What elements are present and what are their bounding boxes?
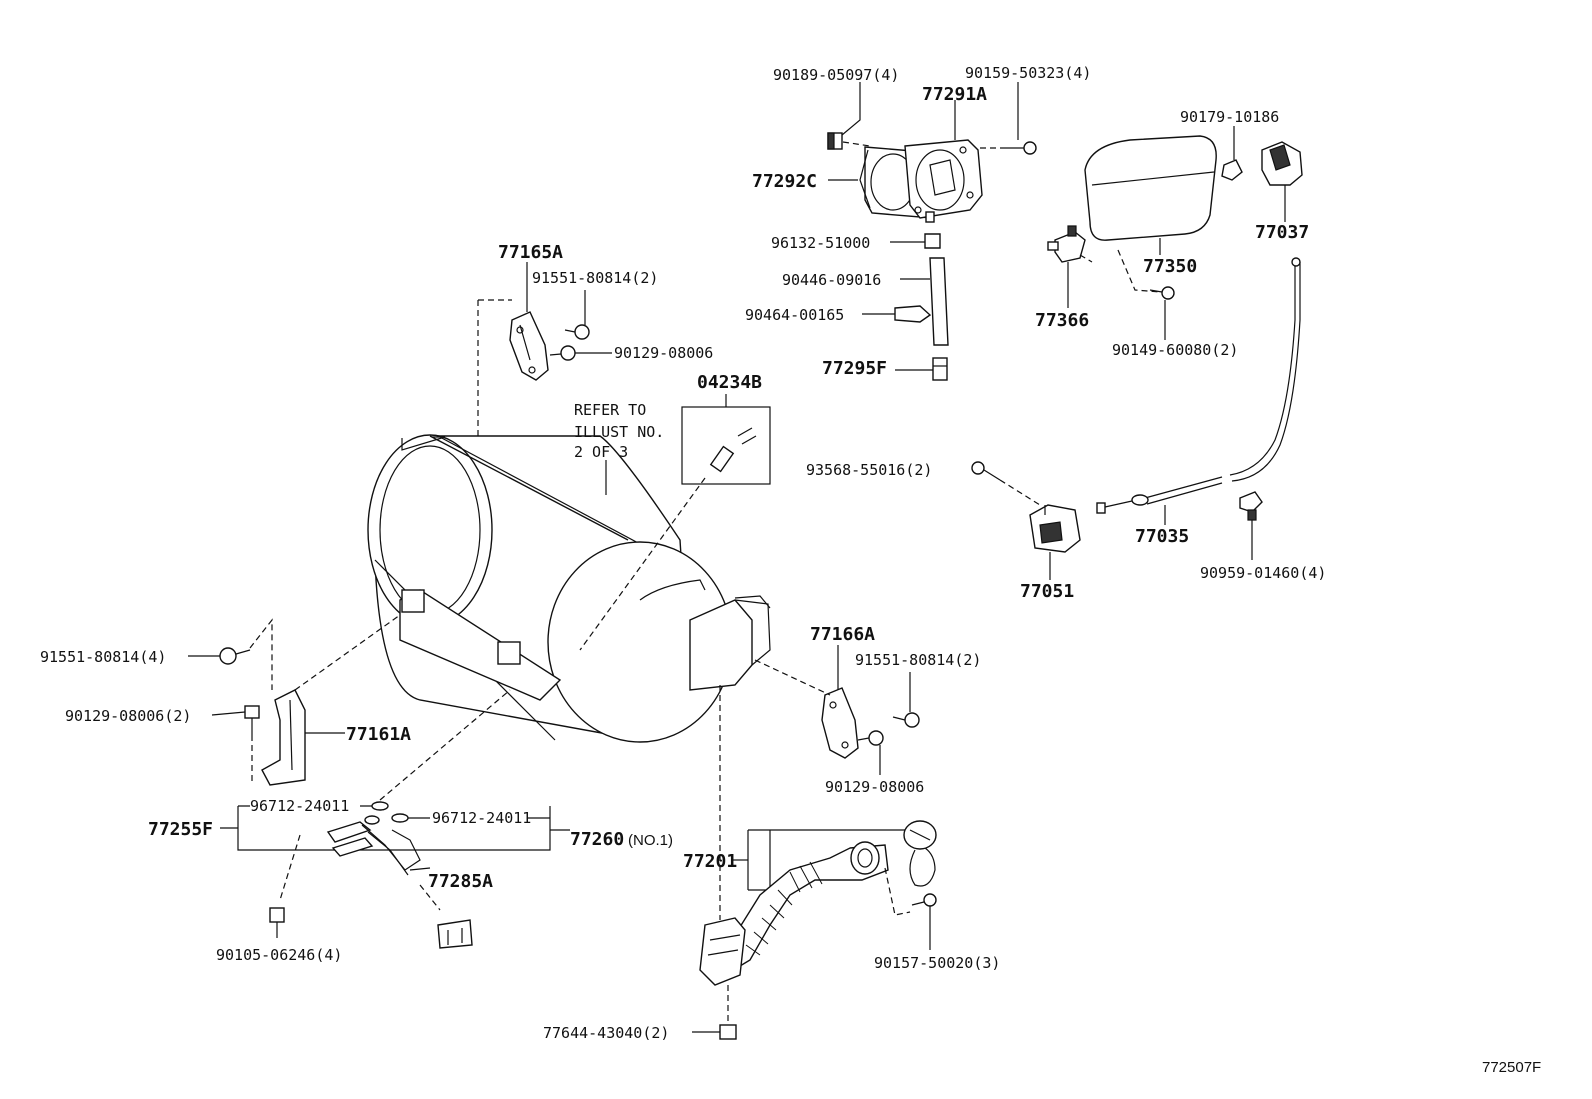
oring-96712-a [371, 801, 389, 811]
label-no1: (NO.1) [628, 832, 673, 849]
label-77291A: 77291A [922, 84, 987, 105]
label-77292C: 77292C [752, 171, 817, 192]
bolt-90129-right [857, 730, 884, 746]
filler-inlet-flange [699, 917, 746, 986]
tank-strap [399, 589, 562, 701]
bolt-90129-upper [549, 345, 576, 361]
label-90149-60080: 90149-60080(2) [1112, 341, 1238, 359]
oring-96712-b [391, 813, 409, 823]
label-93568-55016: 93568-55016(2) [806, 461, 932, 479]
bolt-91551-right [892, 712, 920, 728]
screw-93568 [971, 461, 1001, 481]
bracket-77166A [821, 687, 859, 759]
label-90464-00165: 90464-00165 [745, 306, 844, 324]
label-90959-01460: 90959-01460(4) [1200, 564, 1326, 582]
filler-neck-guard [689, 595, 771, 691]
label-77644-43040: 77644-43040(2) [543, 1024, 669, 1042]
label-77035: 77035 [1135, 526, 1189, 547]
fuel-tube-assembly [326, 815, 421, 876]
fuel-tank [367, 434, 733, 743]
opener-77366 [1047, 225, 1086, 263]
bolt-91551-upper [564, 324, 590, 340]
screw-90157 [911, 893, 937, 907]
bracket-77165A [509, 311, 549, 381]
label-90105-06246: 90105-06246(4) [216, 946, 342, 964]
label-77295F: 77295F [822, 358, 887, 379]
label-77350: 77350 [1143, 256, 1197, 277]
refer-to-line-1: REFER TO [574, 401, 646, 419]
label-77285A: 77285A [428, 871, 493, 892]
release-cable-77035 [1096, 257, 1301, 514]
clamp-77285A [437, 919, 473, 949]
hose-90446 [929, 257, 949, 346]
bolt-91551-left [219, 647, 251, 665]
label-77201: 77201 [683, 851, 737, 872]
label-90157-50020: 90157-50020(3) [874, 954, 1000, 972]
screw-90159 [1005, 141, 1037, 155]
label-90129-08006-left: 90129-08006(2) [65, 707, 191, 725]
gauge-unit-box [681, 406, 771, 485]
bolt-90129-left [244, 705, 260, 735]
label-90189-05097: 90189-05097(4) [773, 66, 899, 84]
screw-90149 [1149, 286, 1175, 300]
lock-77051 [1029, 504, 1081, 553]
label-91551-80814-left: 91551-80814(4) [40, 648, 166, 666]
clip-90464 [894, 305, 932, 323]
refer-to-line-2: ILLUST NO. [574, 423, 664, 441]
clip-90189 [827, 132, 843, 150]
label-77255F: 77255F [148, 819, 213, 840]
nut-90179 [1221, 159, 1243, 181]
label-90159-50323: 90159-50323(4) [965, 64, 1091, 82]
bolt-90105 [269, 907, 285, 938]
label-91551-80814-upper: 91551-80814(2) [532, 269, 658, 287]
label-77260: 77260 [570, 829, 624, 850]
label-77037: 77037 [1255, 222, 1309, 243]
label-90446-09016: 90446-09016 [782, 271, 881, 289]
label-77165A: 77165A [498, 242, 563, 263]
valve-77295F [932, 357, 948, 381]
label-77161A: 77161A [346, 724, 411, 745]
label-77366: 77366 [1035, 310, 1089, 331]
refer-to-line-3: 2 OF 3 [574, 443, 628, 461]
label-96712-24011-b: 96712-24011 [432, 809, 531, 827]
label-90129-08006-right: 90129-08006 [825, 778, 924, 796]
clamp-96132 [924, 233, 941, 249]
illustration-code: 772507F [1482, 1059, 1541, 1076]
label-91551-80814-right: 91551-80814(2) [855, 651, 981, 669]
clip-90959 [1239, 491, 1263, 521]
filler-pipe-77201 [708, 841, 889, 976]
label-04234B: 04234B [697, 372, 762, 393]
label-90179-10186: 90179-10186 [1180, 108, 1279, 126]
bolt-77644 [719, 1024, 737, 1040]
fuel-cap [903, 820, 937, 887]
hinge-77037 [1261, 141, 1303, 186]
label-90129-08006-upper: 90129-08006 [614, 344, 713, 362]
filler-housing-77291A [904, 139, 983, 223]
label-96712-24011-a: 96712-24011 [250, 797, 349, 815]
label-96132-51000: 96132-51000 [771, 234, 870, 252]
bracket-77161A [261, 689, 306, 786]
fuel-lid-77350 [1084, 135, 1217, 241]
label-77051: 77051 [1020, 581, 1074, 602]
label-77166A: 77166A [810, 624, 875, 645]
